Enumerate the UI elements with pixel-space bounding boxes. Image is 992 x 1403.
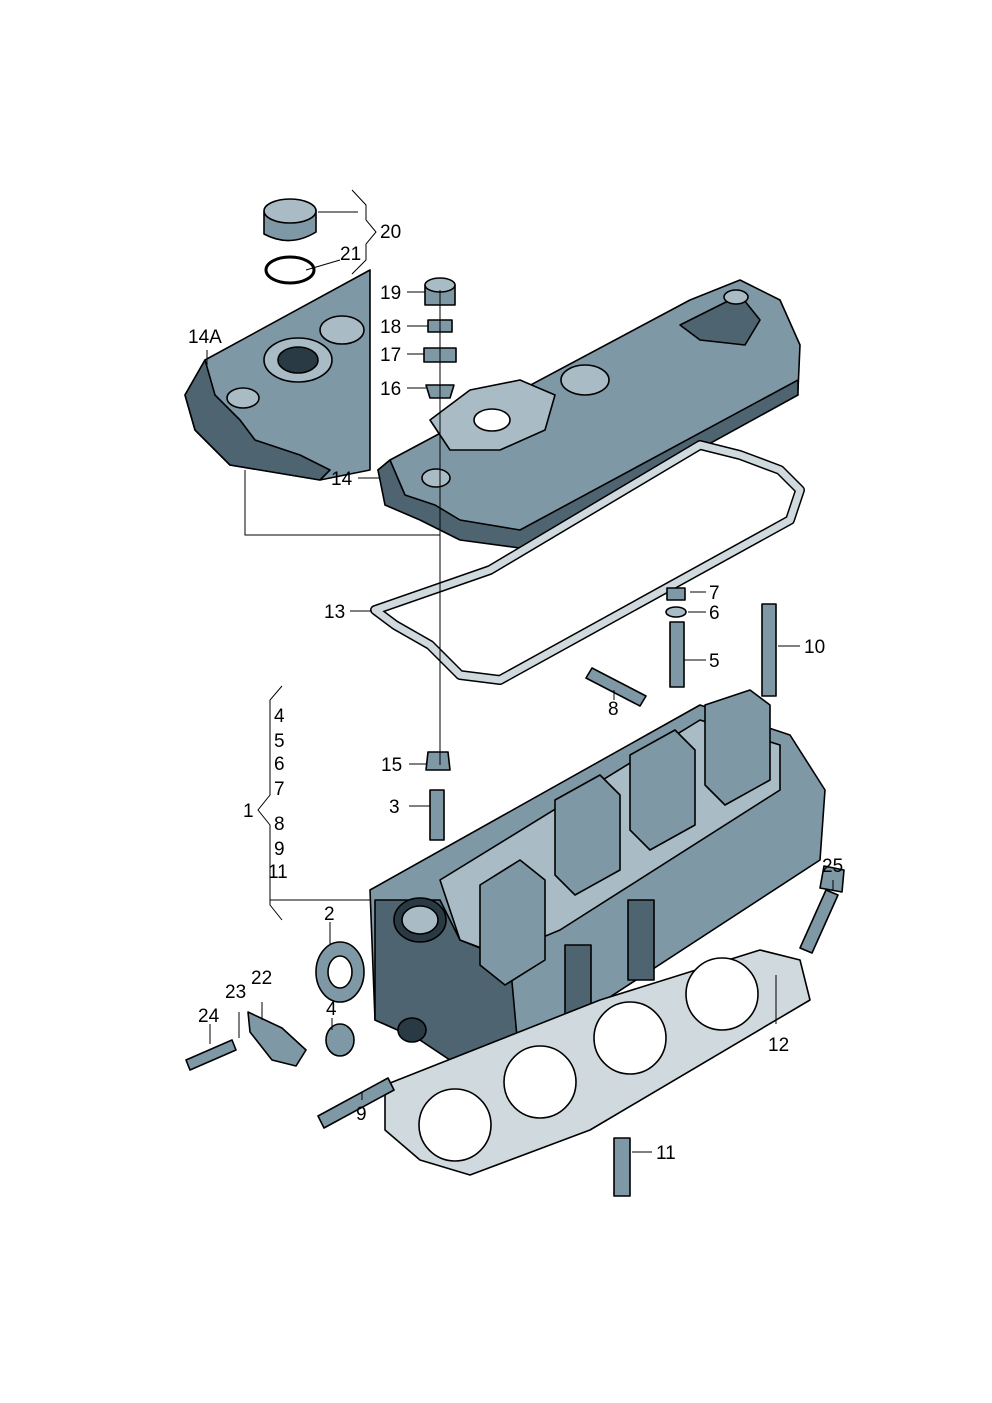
group-item: 8 <box>274 814 285 835</box>
group-item: 5 <box>274 731 285 752</box>
callout-9-low: 9 <box>356 1104 367 1125</box>
illustration <box>184 198 845 1197</box>
rocker-cover-14 <box>377 279 801 549</box>
callout-12: 12 <box>768 1035 789 1056</box>
group-item: 6 <box>274 754 285 775</box>
callout-14a: 14A <box>188 327 222 348</box>
callout-4-low: 4 <box>326 999 337 1020</box>
callout-14: 14 <box>331 469 353 490</box>
callout-7-top: 7 <box>709 583 720 604</box>
callout-3: 3 <box>389 797 400 818</box>
callout-6-top: 6 <box>709 603 720 624</box>
group-item: 7 <box>274 779 285 800</box>
callout-19: 19 <box>380 283 401 304</box>
callout-5-top: 5 <box>709 651 720 672</box>
cover-gasket <box>370 440 805 685</box>
callout-24: 24 <box>198 1006 220 1027</box>
group-item: 9 <box>274 839 285 860</box>
head-gasket <box>384 949 811 1176</box>
callout-18: 18 <box>380 317 401 338</box>
cylinder-head <box>369 689 826 1071</box>
callout-15: 15 <box>381 755 402 776</box>
callout-13: 13 <box>324 602 345 623</box>
leader-lines <box>206 189 834 1153</box>
camshaft-bearings <box>479 689 771 986</box>
callout-21: 21 <box>340 244 361 265</box>
callout-11-low: 11 <box>656 1143 676 1164</box>
group-item: 11 <box>268 862 288 883</box>
callout-8-top: 8 <box>608 699 619 720</box>
callout-22: 22 <box>251 968 272 989</box>
callout-2: 2 <box>324 904 335 925</box>
callout-20: 20 <box>380 222 401 243</box>
callout-25: 25 <box>822 856 843 877</box>
callout-10: 10 <box>804 637 825 658</box>
callout-17: 17 <box>380 345 401 366</box>
group-item: 4 <box>274 706 285 727</box>
rocker-cover-14a <box>184 269 371 481</box>
group-list: 4 5 6 7 8 9 11 <box>268 706 288 883</box>
oil-filler-cap <box>263 198 317 285</box>
callout-23: 23 <box>225 982 246 1003</box>
callout-16: 16 <box>380 379 401 400</box>
callouts: 20 21 19 18 17 16 14A 14 13 7 6 5 10 8 1… <box>188 222 843 1164</box>
callout-1: 1 <box>243 801 254 822</box>
